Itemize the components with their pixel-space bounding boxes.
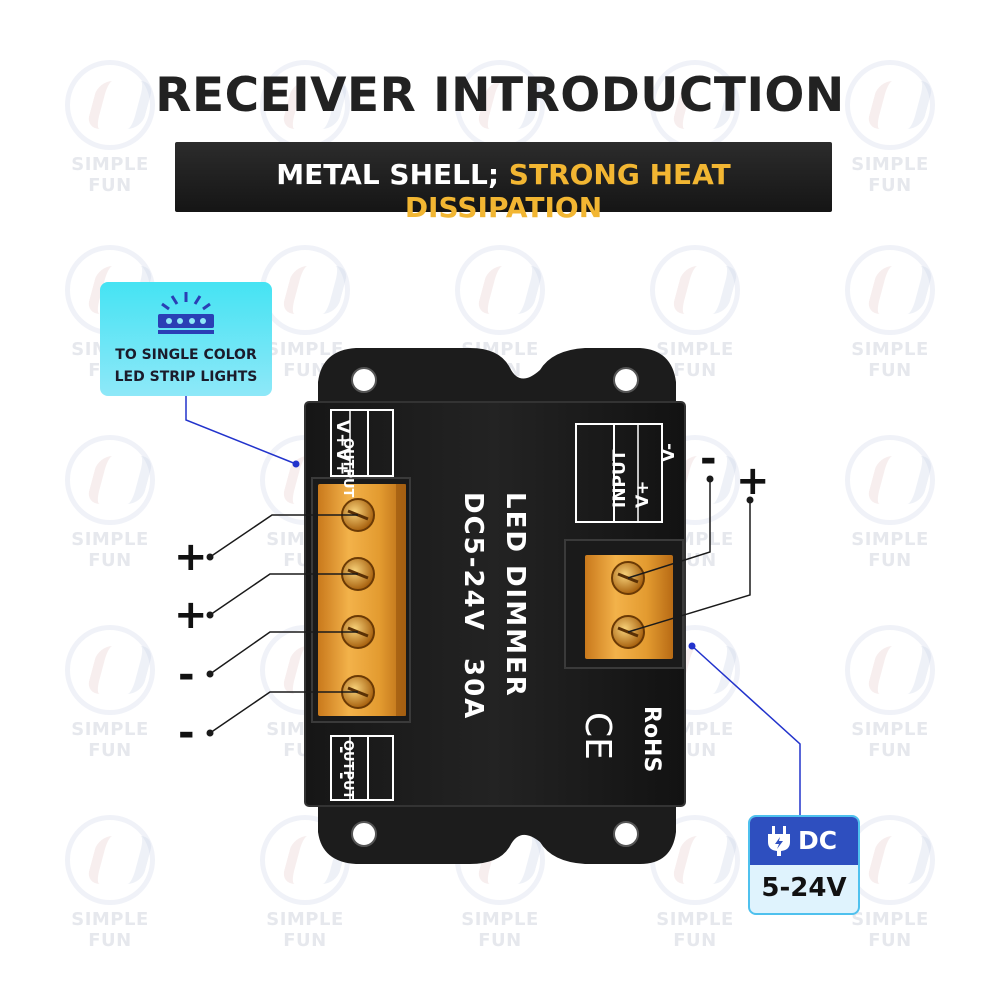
input-title: INPUT (610, 449, 630, 508)
polarity-sign-left-4: - (178, 710, 195, 756)
banner-text-white: METAL SHELL; (276, 158, 500, 191)
polarity-sign-left-3: - (178, 652, 195, 698)
banner-text: METAL SHELL; STRONG HEAT DISSIPATION (175, 158, 832, 224)
device-name: LED DIMMER (500, 492, 530, 698)
watermark-text: SIMPLE FUN (851, 339, 929, 381)
watermark-text: SIMPLE FUN (71, 529, 149, 571)
watermark: SIMPLE FUN (50, 435, 170, 571)
watermark-logo-icon (845, 625, 935, 715)
input-terminal-block (564, 539, 684, 669)
polarity-sign-left-1: + (174, 534, 208, 580)
led-strip-line2: LED STRIP LIGHTS (114, 369, 258, 385)
dc-badge-label: DC (798, 826, 838, 855)
polarity-sign-right-2: + (736, 458, 770, 504)
input-terminal-1: V+ (633, 480, 653, 508)
watermark-text: SIMPLE FUN (266, 339, 344, 381)
bottom-mounting-flange (318, 800, 676, 864)
output-bottom-label-box (330, 735, 394, 801)
watermark: SIMPLE FUN (50, 815, 170, 951)
dc-input-badge: DC 5-24V (748, 815, 860, 915)
input-terminal-2: V- (659, 443, 679, 462)
watermark-text: SIMPLE FUN (71, 719, 149, 761)
watermark: SIMPLE FUN (50, 625, 170, 761)
watermark: SIMPLE FUN (830, 435, 950, 571)
device-spec-voltage: DC5-24V (458, 492, 488, 632)
ce-mark-icon: CE (577, 712, 618, 760)
mount-hole (613, 821, 639, 847)
mount-hole (351, 367, 377, 393)
banner-text-yellow: STRONG HEAT DISSIPATION (404, 158, 731, 224)
output-bottom-terminal-1: - (331, 746, 352, 754)
output-top-terminal-1: V+ (332, 420, 352, 448)
watermark-logo-icon (650, 245, 740, 335)
mount-hole (351, 821, 377, 847)
led-strip-callout: TO SINGLE COLOR LED STRIP LIGHTS (100, 282, 272, 396)
plug-icon (768, 826, 790, 856)
watermark: SIMPLE FUN (830, 245, 950, 381)
watermark-text: SIMPLE FUN (851, 529, 929, 571)
watermark-logo-icon (455, 245, 545, 335)
subtitle-banner: METAL SHELL; STRONG HEAT DISSIPATION (175, 142, 832, 224)
watermark-logo-icon (845, 435, 935, 525)
led-strip-icon (158, 292, 214, 334)
dc-badge-header: DC (750, 817, 858, 865)
svg-text:CE: CE (577, 712, 618, 760)
watermark: SIMPLE FUN (830, 625, 950, 761)
watermark-text: SIMPLE FUN (461, 909, 539, 951)
watermark: SIMPLE FUN (830, 60, 950, 196)
output-terminal-block (311, 477, 411, 723)
page-title: RECEIVER INTRODUCTION (155, 68, 845, 123)
watermark: SIMPLE FUN (50, 60, 170, 196)
watermark-text: SIMPLE FUN (71, 909, 149, 951)
left-wiring-lines (209, 514, 358, 734)
right-wiring-lines (627, 479, 751, 633)
watermark-logo-icon (845, 245, 935, 335)
device-spec-current: 30A (458, 658, 488, 721)
watermark-logo-icon (65, 815, 155, 905)
watermark-logo-icon (65, 435, 155, 525)
watermark-text: SIMPLE FUN (71, 154, 149, 196)
output-top-label-box (330, 409, 394, 477)
input-label-box (575, 423, 663, 523)
left-wiring-dots (206, 553, 214, 737)
watermark-text: SIMPLE FUN (851, 154, 929, 196)
led-strip-callout-text: TO SINGLE COLOR LED STRIP LIGHTS (100, 344, 272, 388)
led-strip-line1: TO SINGLE COLOR (115, 347, 257, 363)
watermark-logo-icon (845, 60, 935, 150)
watermark-logo-icon (65, 60, 155, 150)
watermark-text: SIMPLE FUN (656, 909, 734, 951)
top-mounting-flange (318, 348, 676, 410)
watermark: SIMPLE FUN (635, 245, 755, 381)
polarity-sign-left-2: + (174, 592, 208, 638)
watermark-text: SIMPLE FUN (851, 719, 929, 761)
output-bottom-terminal-2: - (331, 772, 352, 780)
rohs-mark-icon: RoHS (639, 706, 664, 773)
watermark-text: SIMPLE FUN (266, 909, 344, 951)
watermark-logo-icon (65, 625, 155, 715)
dc-voltage-range: 5-24V (761, 873, 847, 903)
watermark-text: SIMPLE FUN (851, 909, 929, 951)
watermark-text: SIMPLE FUN (656, 339, 734, 381)
mount-hole (613, 367, 639, 393)
callout-leader-lines (185, 396, 801, 815)
output-top-terminal-2: V+ (332, 448, 352, 476)
polarity-sign-right-1: - (700, 436, 717, 482)
